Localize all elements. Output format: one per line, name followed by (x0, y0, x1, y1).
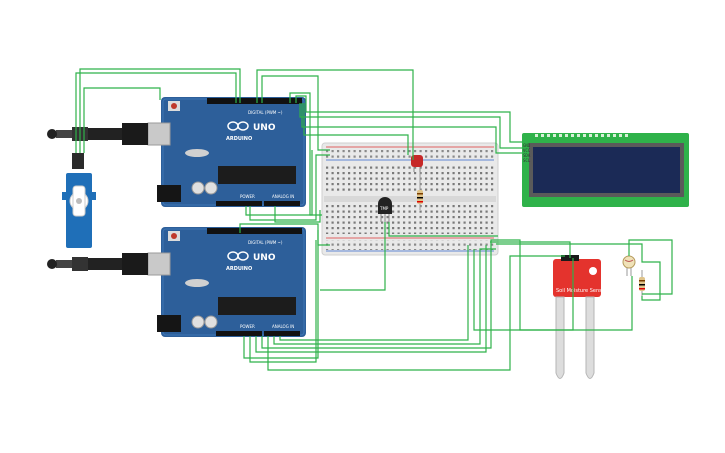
tmp-label: TMP (379, 206, 389, 211)
lcd-pin-gnd: GND (523, 143, 531, 148)
lcd-display[interactable]: GND VCC SDA SCL (522, 133, 689, 207)
servo-icon[interactable] (62, 153, 96, 248)
usb-plug-icon[interactable] (47, 253, 148, 275)
analog-header-label: ANALOG IN (272, 194, 294, 199)
resistor-icon[interactable] (639, 270, 645, 296)
breadboard[interactable] (321, 142, 499, 256)
arduino-logo-icon (227, 251, 249, 261)
lcd-screen (533, 147, 680, 193)
power-header-label-bottom: POWER (240, 324, 255, 329)
wires (75, 68, 673, 371)
digital-header-label: DIGITAL (PWM ~) (248, 110, 283, 115)
arduino-uno-bottom[interactable]: ARDUINO UNO DIGITAL (PWM ~) POWER ANALOG… (147, 227, 306, 337)
soil-sensor-label: Soil Moisture Sensor (556, 288, 608, 294)
led-icon[interactable] (411, 155, 423, 172)
resistor-icon[interactable] (417, 172, 423, 210)
sensor-logo-icon (589, 267, 597, 275)
reset-button[interactable] (171, 103, 177, 109)
arduino-brand-label: ARDUINO (226, 136, 252, 142)
temperature-sensor[interactable]: TMP (378, 197, 392, 222)
usb-plug-icon[interactable] (47, 123, 148, 145)
arduino-brand-label-bottom: ARDUINO (226, 266, 252, 272)
arduino-model-label-bottom: UNO (253, 253, 276, 263)
arduino-model-label: UNO (253, 123, 276, 133)
soil-moisture-sensor[interactable]: Soil Moisture Sensor (553, 255, 608, 379)
digital-header-label-bottom: DIGITAL (PWM ~) (248, 240, 283, 245)
arduino-logo-icon (227, 121, 249, 131)
power-header-label: POWER (240, 194, 255, 199)
photoresistor-icon[interactable] (622, 255, 636, 276)
lcd-pin-sda: SDA (523, 153, 531, 158)
lcd-pin-scl: SCL (523, 158, 531, 163)
arduino-uno-top[interactable]: ARDUINO UNO DIGITAL (PWM ~) POWER ANALOG… (147, 97, 306, 207)
reset-button-bottom[interactable] (171, 233, 177, 239)
analog-header-label-bottom: ANALOG IN (272, 324, 294, 329)
lcd-pin-vcc: VCC (523, 148, 531, 153)
